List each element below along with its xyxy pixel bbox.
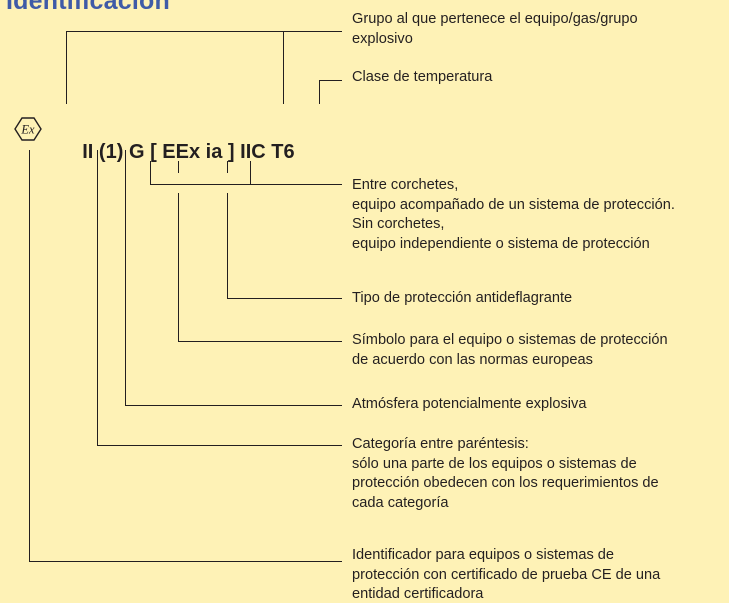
marking-category: (1) bbox=[98, 141, 124, 163]
marking-gas-group: IIC bbox=[240, 141, 266, 163]
label-category: Categoría entre paréntesis: sólo una par… bbox=[352, 436, 659, 511]
marking-protection: ia bbox=[205, 141, 223, 163]
brackets-connector bbox=[150, 161, 251, 185]
ex-marking: II (1) G [ EEx ia ] IIC T6 bbox=[60, 116, 295, 188]
marking-bracket-open: [ bbox=[150, 141, 157, 163]
category-connector bbox=[97, 150, 342, 446]
group-connector bbox=[66, 31, 342, 104]
page-title: Identificación bbox=[6, 0, 170, 15]
label-temperature: Clase de temperatura bbox=[352, 69, 493, 85]
marking-group: II bbox=[82, 141, 94, 163]
atmosphere-connector bbox=[125, 150, 342, 406]
label-atmosphere: Atmósfera potencialmente explosiva bbox=[352, 396, 587, 412]
label-brackets: Entre corchetes, equipo acompañado de un… bbox=[352, 177, 675, 252]
label-symbol: Símbolo para el equipo o sistemas de pro… bbox=[352, 332, 668, 368]
marking-eex: EEx bbox=[162, 141, 201, 163]
ex-hexagon-icon: Ex bbox=[14, 117, 42, 141]
temperature-connector bbox=[319, 80, 342, 104]
label-protection-type: Tipo de protección antideflagrante bbox=[352, 290, 573, 306]
label-identifier: Identificador para equipos o sistemas de… bbox=[352, 547, 661, 602]
label-group: Grupo al que pertenece el equipo/gas/gru… bbox=[352, 11, 638, 47]
marking-bracket-close: ] bbox=[227, 141, 235, 163]
identifier-connector bbox=[29, 150, 342, 562]
marking-atmosphere: G bbox=[128, 141, 145, 163]
marking-temp-class: T6 bbox=[271, 141, 295, 163]
protection-type-connector bbox=[227, 193, 342, 299]
svg-text:Ex: Ex bbox=[20, 123, 35, 137]
symbol-connector bbox=[178, 193, 342, 342]
